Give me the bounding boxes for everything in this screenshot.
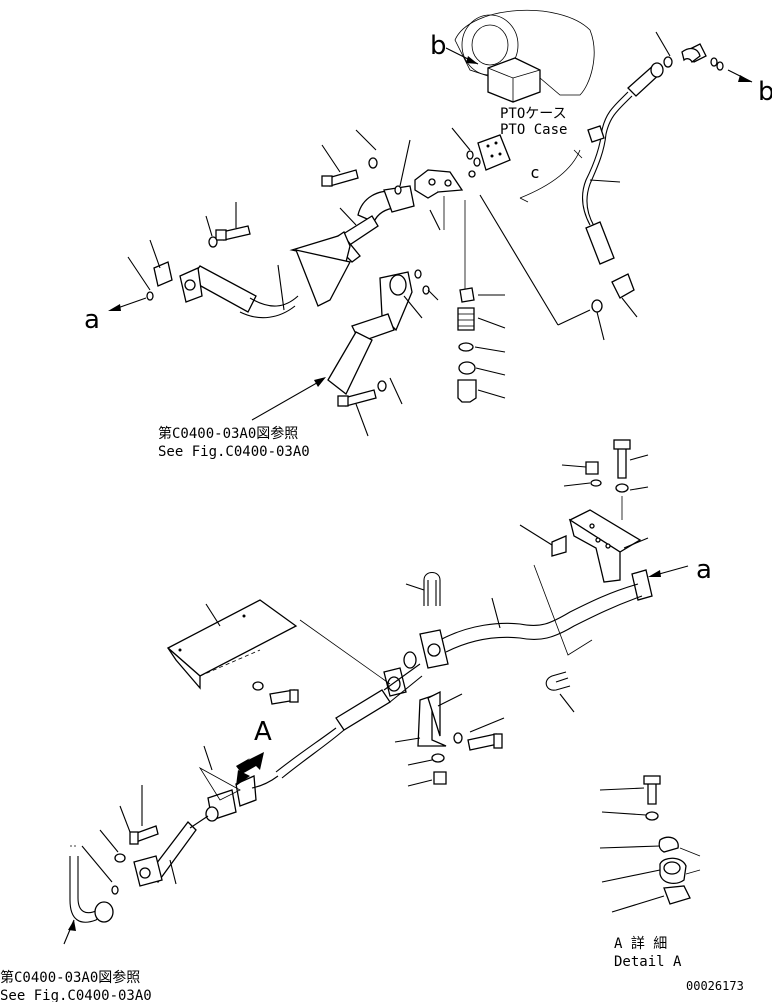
bolts-top-center — [321, 139, 411, 195]
see-fig-top-jp: 第C0400-03A0図参照 — [158, 425, 298, 442]
leader-lines-top-right — [479, 31, 671, 341]
detail-a-exploded — [599, 775, 701, 913]
tailpipe-elbow — [63, 845, 114, 945]
pto-case-housing — [454, 9, 595, 103]
upper-bracket — [414, 169, 464, 231]
clamp-c-bracket — [519, 149, 581, 199]
pto-case-en-label: PTO Case — [500, 122, 567, 138]
pto-case-jp-label: PTOケース — [500, 106, 567, 122]
detail-a-jp: A 詳 細 — [614, 936, 667, 952]
arrowhead-icon — [648, 570, 661, 577]
hose-lower-left — [133, 745, 279, 887]
connector-b-left-label: b — [430, 31, 447, 61]
long-pipe — [419, 564, 653, 669]
arrowhead-icon — [466, 56, 478, 64]
u-bolt-upper — [405, 571, 441, 606]
see-fig-bottom-jp: 第C0400-03A0図参照 — [0, 969, 140, 986]
arrowhead-icon — [108, 304, 121, 311]
heat-shield-plate — [166, 599, 391, 705]
pto-flange-plate — [451, 127, 511, 178]
bolts-lower-left — [81, 785, 159, 895]
connector-a-right-label: a — [696, 555, 712, 585]
detail-a-en: Detail A — [614, 954, 682, 970]
hardware-stack — [457, 200, 506, 403]
see-fig-top-arrow — [251, 379, 323, 421]
hose-top-left — [127, 231, 351, 319]
drawing-number: 00026173 — [686, 979, 744, 993]
connector-b-right-label: b — [758, 77, 772, 107]
see-fig-top-en: See Fig.C0400-03A0 — [158, 444, 310, 460]
see-fig-bottom-en: See Fig.C0400-03A0 — [0, 988, 152, 1002]
view-direction-arrow-icon — [236, 752, 264, 774]
u-bolt-lower — [545, 671, 575, 713]
pto-tube-right — [581, 43, 724, 313]
view-a-label: A — [254, 717, 272, 747]
arrowhead-icon — [738, 75, 752, 82]
arrowhead-icon — [314, 377, 326, 387]
mounting-bracket-right — [519, 439, 649, 583]
connector-a-left-label: a — [84, 305, 100, 335]
lower-elbow — [327, 269, 439, 437]
connector-c-label: c — [530, 163, 540, 182]
center-joint — [275, 651, 505, 787]
bolts-top-left — [205, 202, 251, 248]
